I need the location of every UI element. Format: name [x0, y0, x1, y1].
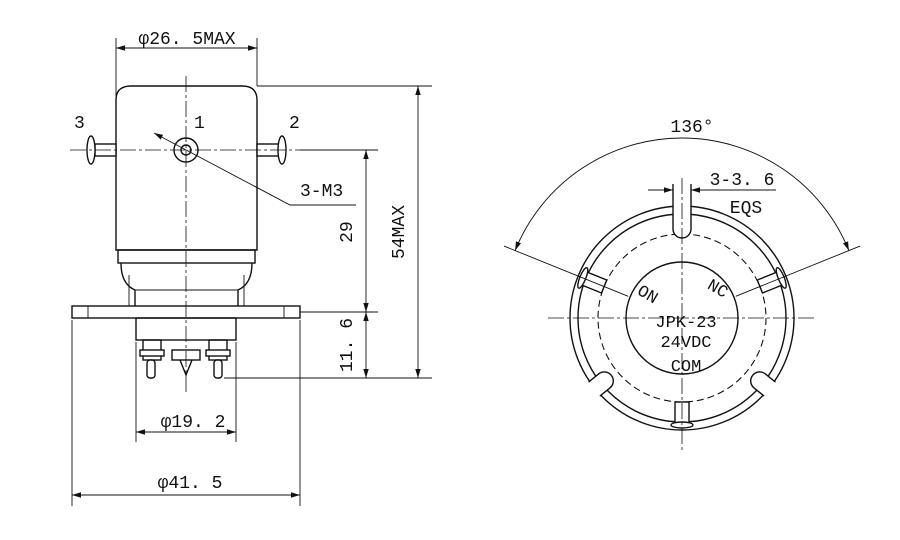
terminal-label-1: 1	[194, 114, 205, 134]
terminal-pin-pointed	[179, 359, 193, 377]
mounting-collar-left	[120, 262, 136, 306]
angle-extension-left	[503, 245, 629, 297]
slot-dimension-label: 3-3. 6	[710, 171, 775, 191]
dim-flange-diameter: φ41. 5	[158, 474, 223, 494]
notch-cut	[588, 371, 614, 397]
dim-base-diameter: φ19. 2	[161, 413, 226, 433]
terminal-label-2: 2	[289, 114, 300, 134]
hidden-circle	[597, 233, 767, 403]
radial-line	[503, 245, 629, 297]
label-no: NO	[635, 279, 662, 306]
terminal-pin	[213, 359, 223, 379]
model-label: JPK-23	[655, 314, 716, 333]
label-com: COM	[671, 358, 702, 377]
angle-extension-right	[735, 245, 861, 297]
label-nc: NC	[703, 277, 730, 304]
terminal-nut	[205, 349, 231, 357]
angle-label: 136°	[670, 118, 713, 138]
notch-lower-left	[588, 371, 614, 397]
dim-pin-length: 11. 6	[338, 318, 358, 372]
relay-body	[115, 85, 258, 251]
mounting-collar-right	[237, 262, 253, 306]
bottom-view: 136° 3-3. 6 EQS NO NC JPK-23 24VDC COM	[503, 118, 861, 452]
notch-cut	[750, 371, 776, 397]
side-view: 3 1 2 3-M3 φ26. 5MAX 54MAX 29 11. 6 φ19.…	[70, 30, 432, 506]
radial-line	[735, 245, 861, 297]
dim-body-diameter: φ26. 5MAX	[138, 30, 235, 50]
bottom-terminal-left	[139, 339, 165, 379]
thread-callout: 3-M3	[300, 182, 343, 202]
notch-lower-right	[750, 371, 776, 397]
bottom-terminal-right	[205, 339, 231, 379]
voltage-label: 24VDC	[660, 334, 711, 353]
thread-callout-leader	[153, 132, 356, 206]
terminal-pin	[146, 359, 156, 379]
angle-dimension-arc	[514, 137, 850, 251]
terminal-nut	[139, 349, 165, 357]
dim-terminal-height: 29	[338, 221, 358, 243]
body-base-band	[117, 249, 256, 264]
terminal-label-3: 3	[74, 114, 85, 134]
dim-total-height: 54MAX	[390, 205, 410, 259]
slot-note: EQS	[730, 199, 762, 219]
